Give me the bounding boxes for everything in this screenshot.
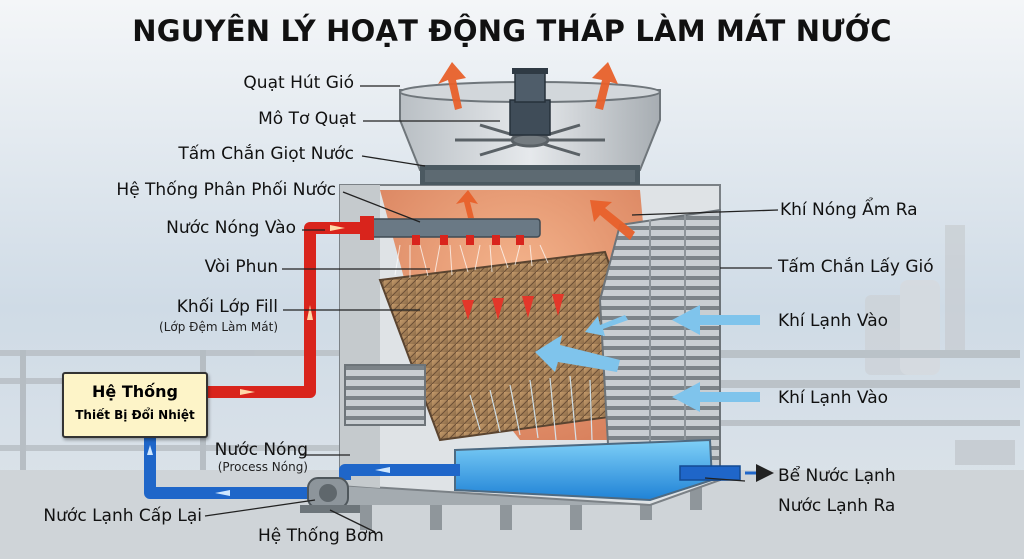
label-spray-nozzle: Vòi Phun [204, 257, 278, 277]
label-hot-water-sub: (Process Nóng) [217, 460, 308, 474]
cold-pipe-flow-arrows [147, 445, 390, 496]
label-drift-eliminator: Tấm Chắn Giọt Nước [178, 144, 354, 164]
cold-air-arrows [535, 305, 760, 412]
heat-exchanger-title: Hệ Thống [92, 382, 178, 401]
cold-water-pipe [144, 437, 460, 499]
falling-water-streaks [469, 375, 593, 441]
label-cold-water-basin: Bể Nước Lạnh [778, 466, 896, 486]
label-motor: Mô Tơ Quạt [258, 109, 356, 129]
label-fill-block-sub: (Lớp Đệm Làm Mát) [159, 320, 278, 334]
water-flow-arrows [462, 294, 564, 320]
pump [300, 477, 360, 513]
label-cold-air-in-2: Khí Lạnh Vào [778, 388, 889, 408]
spray-nozzles [412, 235, 524, 245]
spray-pattern [394, 244, 549, 278]
page-title: NGUYÊN LÝ HOẠT ĐỘNG THÁP LÀM MÁT NƯỚC [132, 14, 892, 48]
label-distribution-system: Hệ Thống Phân Phối Nước [116, 180, 336, 200]
heat-exchanger-box: Hệ Thống Thiết Bị Đổi Nhiệt [62, 372, 208, 438]
industrial-plant-background [720, 225, 1020, 465]
label-hot-water-in: Nước Nóng Vào [166, 218, 296, 238]
fan-blades [455, 123, 605, 157]
label-fill-block: Khối Lớp Fill [176, 297, 278, 317]
hot-air-arrows [438, 62, 635, 240]
distribution-header [360, 216, 541, 240]
side-grille [344, 364, 426, 426]
label-air-inlet-louver: Tấm Chắn Lấy Gió [778, 257, 934, 277]
label-cold-air-in-1: Khí Lạnh Vào [778, 311, 889, 331]
fan-motor [509, 68, 551, 136]
label-hot-water: Nước Nóng [214, 440, 308, 460]
heat-exchanger-subtitle: Thiết Bị Đổi Nhiệt [75, 408, 195, 422]
label-hot-humid-air-out: Khí Nóng Ẩm Ra [780, 200, 918, 220]
leader-lines [204, 85, 779, 533]
hot-pipe-flow-arrows [240, 225, 345, 395]
cold-water-outlet [679, 464, 774, 482]
label-pump-system: Hệ Thống Bơm [258, 526, 384, 546]
label-cold-water-return: Nước Lạnh Cấp Lại [43, 506, 202, 526]
label-cold-water-out: Nước Lạnh Ra [778, 496, 896, 516]
cold-water-basin [454, 438, 714, 502]
label-fan: Quạt Hút Gió [243, 73, 354, 93]
drift-eliminator [425, 170, 635, 182]
